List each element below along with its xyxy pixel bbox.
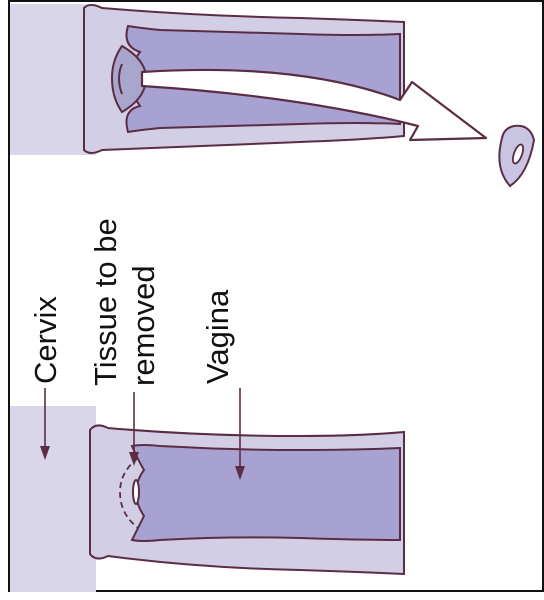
vaginal-lumen-before	[132, 445, 400, 541]
before-removal-panel	[10, 406, 404, 592]
cervix-label: Cervix	[28, 296, 63, 384]
removed-tissue-cone	[499, 126, 534, 186]
tissue-label-line1: Tissue to be	[88, 218, 123, 386]
after-removal-panel	[10, 4, 534, 186]
cervical-os-before	[133, 480, 139, 504]
tissue-label-line2: removed	[126, 265, 161, 386]
cervix-stalk-before	[10, 406, 96, 592]
vagina-label: Vagina	[200, 289, 235, 384]
